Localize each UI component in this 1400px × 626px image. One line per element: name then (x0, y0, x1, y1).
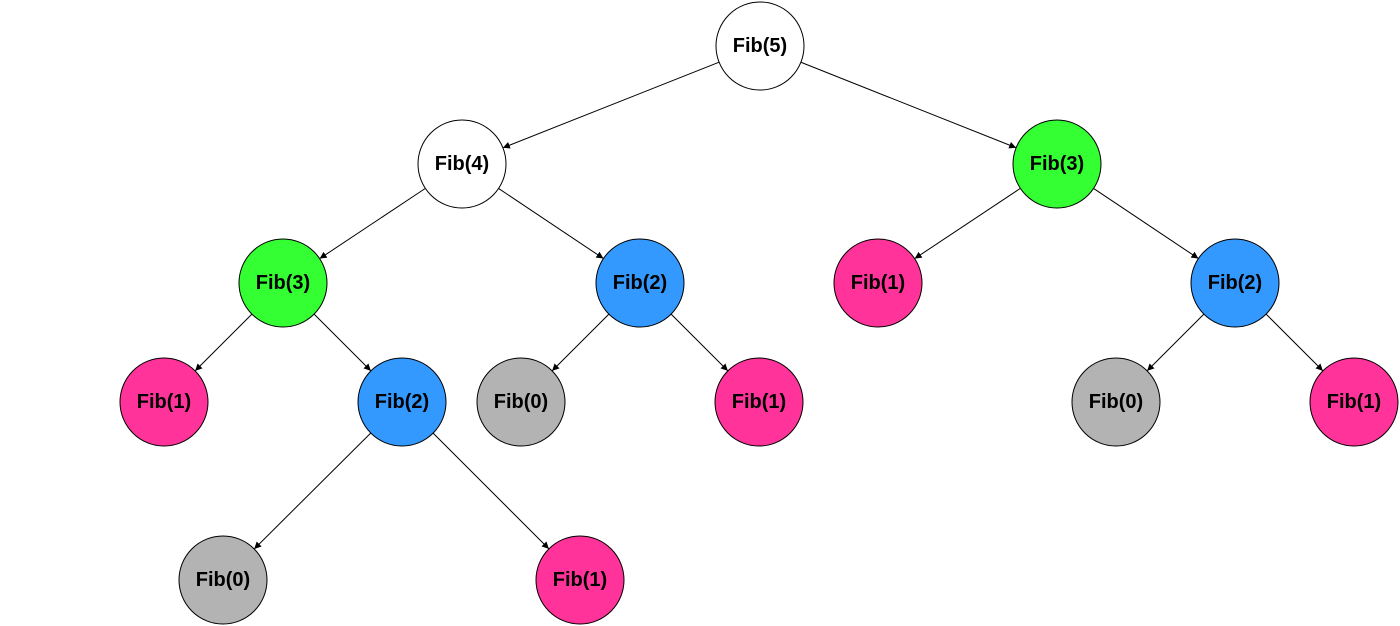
node-circle (357, 357, 447, 447)
node-label: Fib(1) (553, 569, 607, 591)
tree-node-fib-1: Fib(1) (714, 357, 804, 447)
node-circle (238, 238, 328, 328)
tree-node-fib-2: Fib(2) (357, 357, 447, 447)
edge-fib-5-to-fib-3 (800, 61, 1017, 149)
node-circle (715, 1, 805, 91)
node-label: Fib(1) (851, 272, 905, 294)
node-label: Fib(1) (137, 391, 191, 413)
edge-fib-4-to-fib-2 (498, 188, 604, 259)
tree-node-fib-1: Fib(1) (833, 238, 923, 328)
nodes-layer: Fib(1) Fib(0) Fib(1) Fib(2) Fib(3) Fib(0) Fib(… (119, 1, 1399, 625)
node-label: Fib(2) (375, 391, 429, 413)
edge-fib-2-to-fib-0 (1146, 313, 1205, 372)
node-label: Fib(1) (732, 391, 786, 413)
node-label: Fib(0) (196, 569, 250, 591)
node-circle (119, 357, 209, 447)
node-circle (1309, 357, 1399, 447)
node-label: Fib(2) (613, 272, 667, 294)
node-circle (833, 238, 923, 328)
edge-fib-3-to-fib-2 (313, 313, 372, 372)
node-label: Fib(4) (435, 153, 489, 175)
tree-node-fib-0: Fib(0) (178, 535, 268, 625)
tree-node-fib-2: Fib(2) (595, 238, 685, 328)
edge-fib-4-to-fib-3 (319, 187, 426, 260)
edge-fib-2-to-fib-1 (432, 432, 550, 550)
tree-node-fib-1: Fib(1) (1309, 357, 1399, 447)
node-label: Fib(5) (733, 35, 787, 57)
node-label: Fib(0) (494, 391, 548, 413)
tree-node-fib-1: Fib(1) (535, 535, 625, 625)
node-label: Fib(3) (1030, 153, 1084, 175)
edge-fib-3-to-fib-2 (1093, 188, 1199, 259)
tree-node-fib-0: Fib(0) (476, 357, 566, 447)
node-circle (178, 535, 268, 625)
edge-fib-2-to-fib-1 (670, 313, 729, 372)
tree-node-fib-5: Fib(5) (715, 1, 805, 91)
tree-node-fib-3: Fib(3) (1012, 119, 1102, 209)
node-circle (535, 535, 625, 625)
node-circle (1012, 119, 1102, 209)
node-circle (1190, 238, 1280, 328)
edge-fib-2-to-fib-1 (1265, 313, 1324, 372)
node-label: Fib(0) (1089, 391, 1143, 413)
node-circle (417, 119, 507, 209)
node-circle (595, 238, 685, 328)
node-circle (476, 357, 566, 447)
edge-fib-2-to-fib-0 (253, 432, 372, 550)
edges-layer (194, 61, 1324, 550)
node-label: Fib(2) (1208, 272, 1262, 294)
tree-node-fib-4: Fib(4) (417, 119, 507, 209)
node-label: Fib(1) (1327, 391, 1381, 413)
edge-fib-5-to-fib-4 (502, 61, 720, 149)
tree-node-fib-0: Fib(0) (1071, 357, 1161, 447)
node-circle (1071, 357, 1161, 447)
edge-fib-3-to-fib-1 (914, 187, 1021, 260)
node-circle (714, 357, 804, 447)
tree-node-fib-2: Fib(2) (1190, 238, 1280, 328)
tree-node-fib-1: Fib(1) (119, 357, 209, 447)
edge-fib-3-to-fib-1 (194, 313, 253, 372)
node-label: Fib(3) (256, 272, 310, 294)
tree-node-fib-3: Fib(3) (238, 238, 328, 328)
edge-fib-2-to-fib-0 (551, 313, 610, 372)
